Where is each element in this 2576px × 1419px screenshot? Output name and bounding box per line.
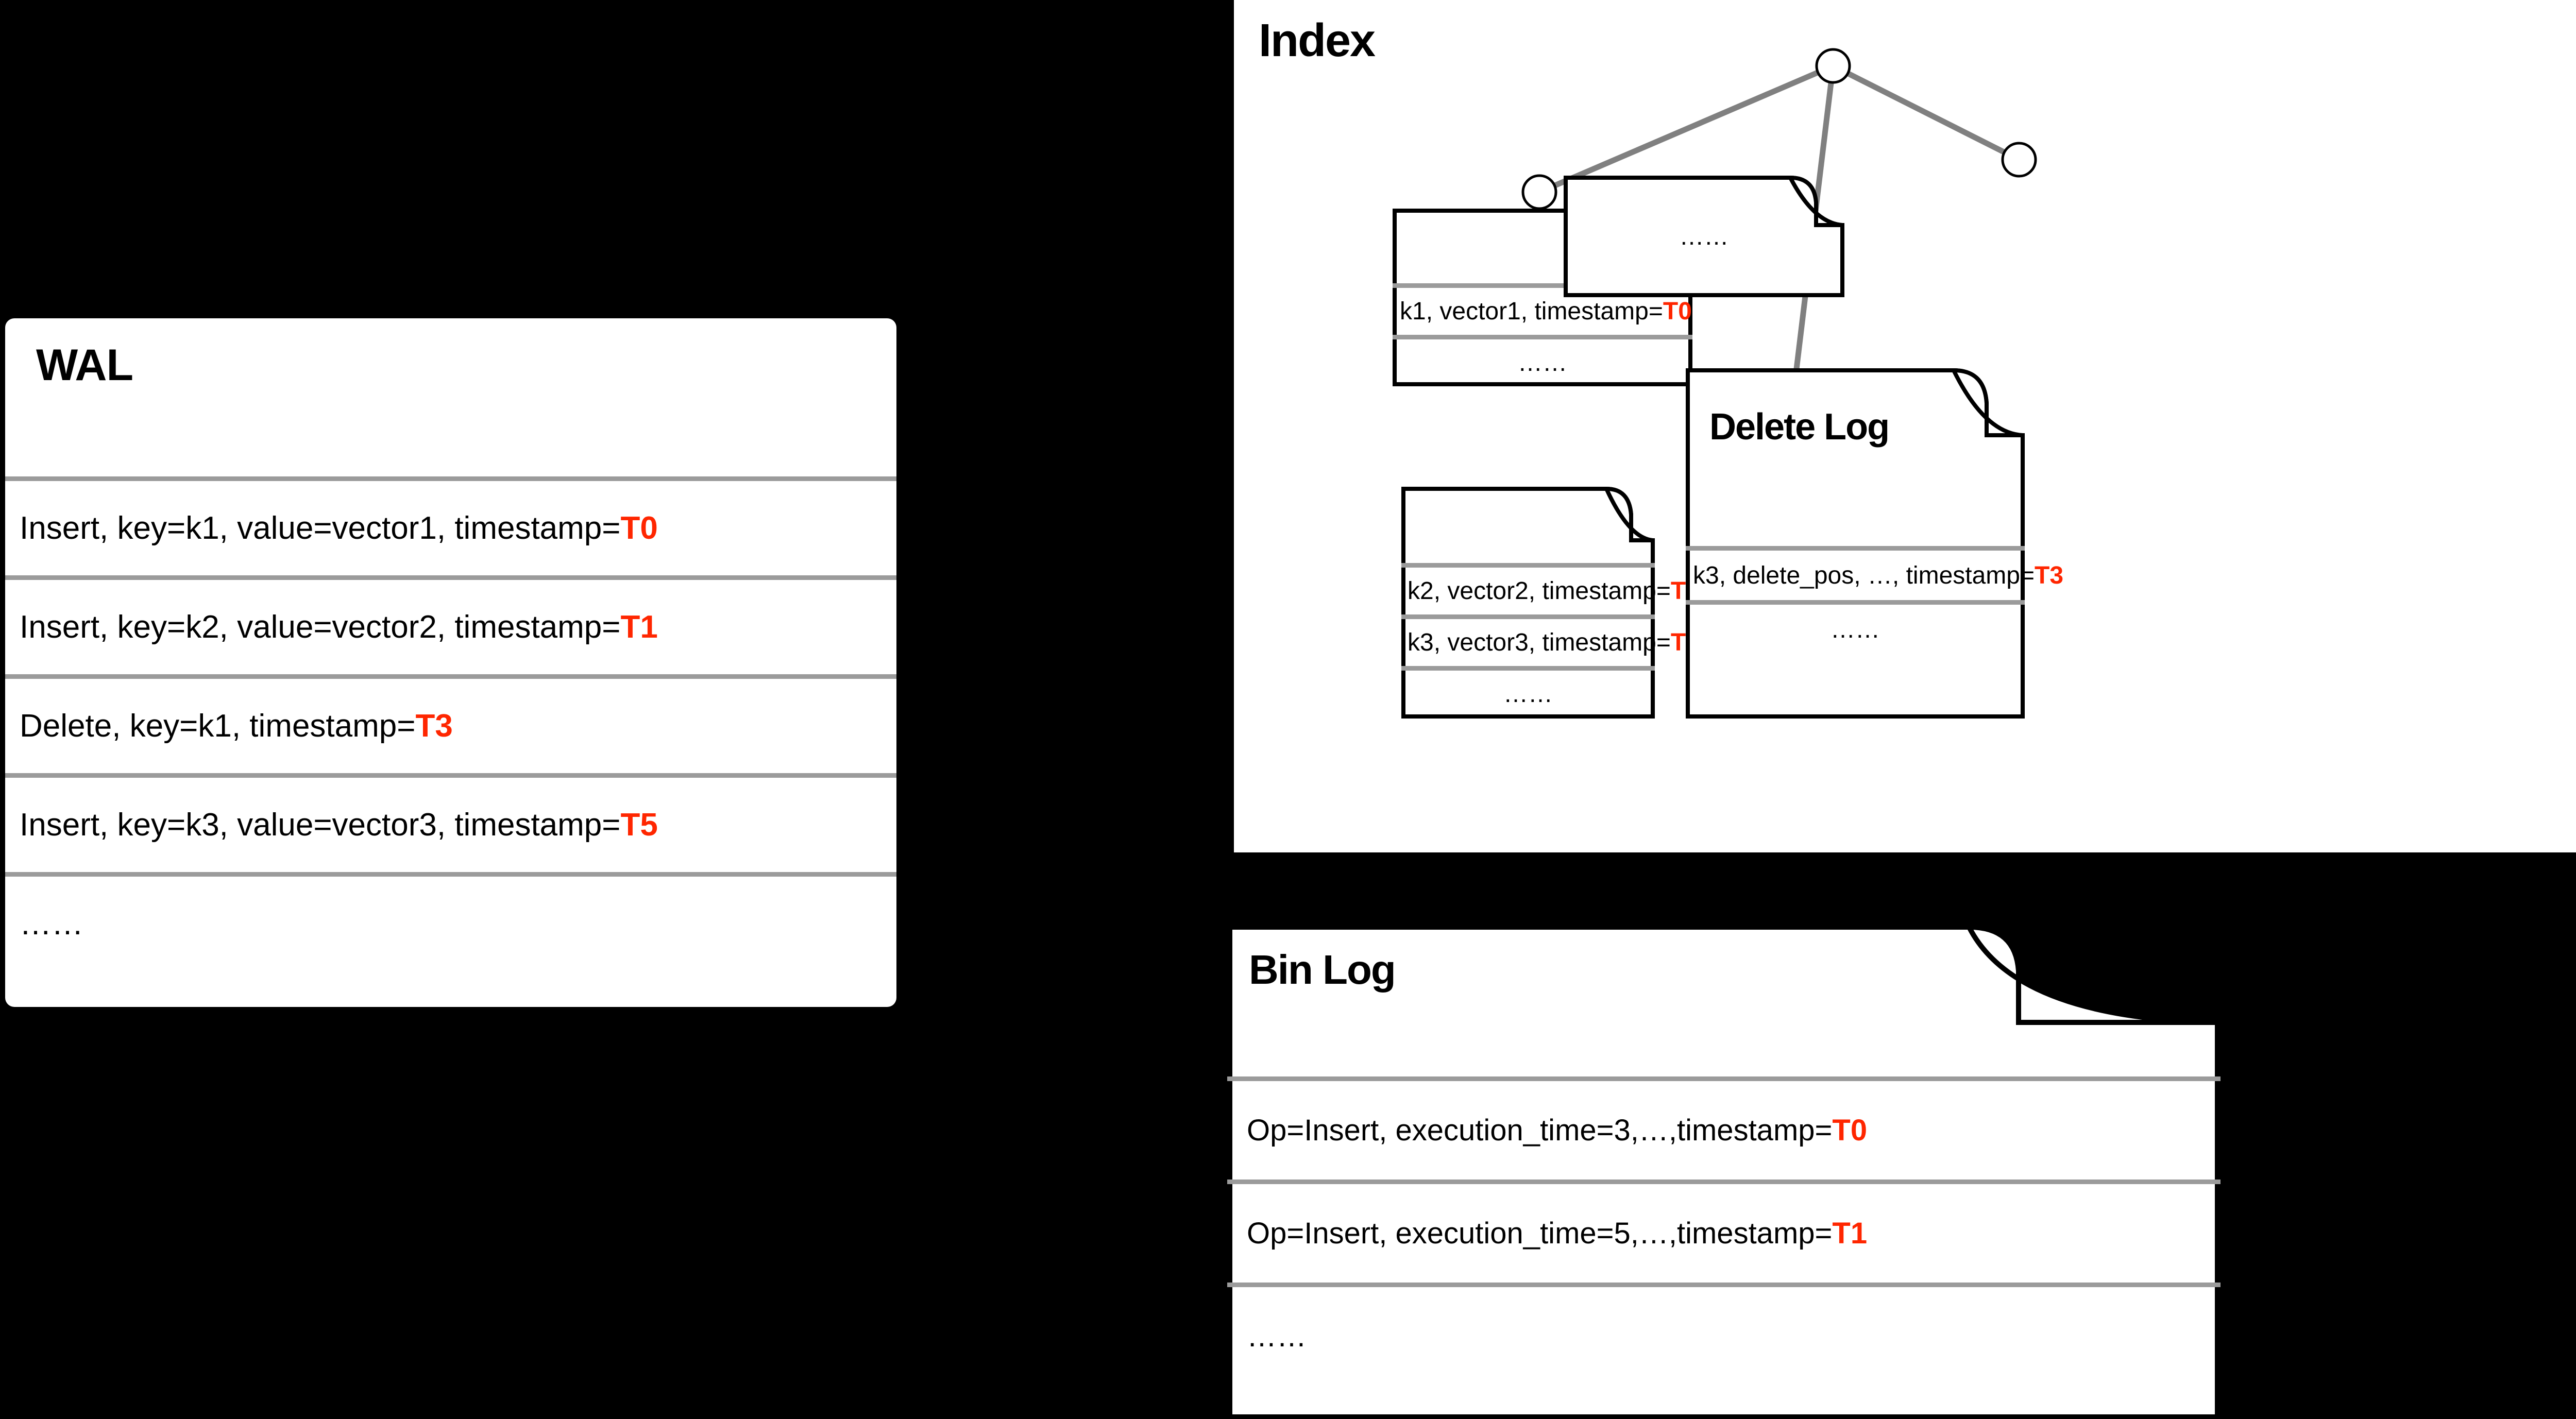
node-row-text: k1, vector1, timestamp= bbox=[1400, 298, 1663, 325]
node-row-list: k2, vector2, timestamp=T1 k3, vector3, t… bbox=[1401, 563, 1700, 717]
node-sheet-shape bbox=[1564, 176, 1844, 297]
wal-title: WAL bbox=[36, 340, 133, 390]
node-row-text: …… bbox=[1518, 349, 1567, 377]
delete-log-panel: Delete Log k3, delete_pos, …, timestamp=… bbox=[1686, 368, 2063, 719]
tree-node-right-circle bbox=[2001, 142, 2037, 178]
bin-log-entry-text: …… bbox=[1247, 1320, 1307, 1353]
node-row-list: k1, vector1, timestamp=T0 …… bbox=[1393, 283, 1692, 386]
node-row: k1, vector1, timestamp=T0 bbox=[1393, 283, 1692, 335]
node-row-text: k2, vector2, timestamp= bbox=[1408, 577, 1671, 605]
wal-entry-timestamp: T5 bbox=[620, 807, 658, 843]
bin-log-entry-timestamp: T0 bbox=[1832, 1114, 1868, 1147]
wal-entry-timestamp: T3 bbox=[415, 708, 453, 744]
node-row: k2, vector2, timestamp=T1 bbox=[1401, 563, 1700, 614]
wal-panel: WAL Insert, key=k1, value=vector1, times… bbox=[5, 318, 896, 1007]
delete-log-entry-row: k3, delete_pos, …, timestamp=T3 bbox=[1686, 546, 2063, 600]
wal-entry-row: Insert, key=k2, value=vector2, timestamp… bbox=[5, 575, 896, 674]
wal-entry-text: Delete, key=k1, timestamp= bbox=[20, 708, 416, 744]
bin-log-entry-timestamp: T1 bbox=[1832, 1217, 1868, 1250]
bin-log-entry-row: …… bbox=[1227, 1283, 2221, 1386]
bin-log-sheet-shape bbox=[1227, 925, 2220, 1419]
node-row: …… bbox=[1393, 335, 1692, 386]
bin-log-title: Bin Log bbox=[1249, 947, 1396, 993]
wal-entry-row: Insert, key=k3, value=vector3, timestamp… bbox=[5, 773, 896, 872]
bin-log-panel: Bin Log Op=Insert, execution_time=3,…,ti… bbox=[1227, 925, 2221, 1419]
wal-entry-list: Insert, key=k1, value=vector1, timestamp… bbox=[5, 476, 896, 971]
wal-entry-row: Delete, key=k1, timestamp=T3 bbox=[5, 674, 896, 773]
delete-log-entry-text: …… bbox=[1831, 616, 1880, 643]
node-sheet-shape bbox=[1401, 487, 1655, 719]
wal-entry-text: Insert, key=k2, value=vector2, timestamp… bbox=[20, 609, 621, 645]
wal-entry-row: …… bbox=[5, 872, 896, 971]
wal-entry-text: Insert, key=k1, value=vector1, timestamp… bbox=[20, 510, 621, 546]
wal-entry-timestamp: T0 bbox=[620, 510, 658, 546]
delete-log-entry-list: k3, delete_pos, …, timestamp=T3 …… bbox=[1686, 546, 2063, 654]
wal-entry-timestamp: T1 bbox=[620, 609, 658, 645]
delete-log-entry-timestamp: T3 bbox=[2035, 561, 2064, 589]
node-row-text: …… bbox=[1679, 223, 1729, 250]
wal-entry-text: Insert, key=k3, value=vector3, timestamp… bbox=[20, 807, 621, 843]
delete-log-entry-row: …… bbox=[1686, 600, 2025, 654]
index-title: Index bbox=[1259, 15, 1376, 66]
bin-log-entry-text: Op=Insert, execution_time=3,…,timestamp= bbox=[1247, 1114, 1833, 1147]
node-row: …… bbox=[1564, 176, 1844, 297]
delete-log-sheet-shape bbox=[1686, 368, 2025, 719]
tree-node-left-circle bbox=[1521, 174, 1557, 210]
index-panel: Index k1, vector1, timestamp=T0 …… bbox=[1234, 0, 2576, 852]
node-row-list: …… bbox=[1564, 176, 1844, 297]
node-row-timestamp: T0 bbox=[1663, 298, 1692, 325]
leaf-node-ellipsis: …… bbox=[1564, 176, 1844, 297]
wal-entry-row: Insert, key=k1, value=vector1, timestamp… bbox=[5, 476, 896, 575]
node-row-text: …… bbox=[1503, 680, 1553, 708]
leaf-node-k2-k3: k2, vector2, timestamp=T1 k3, vector3, t… bbox=[1401, 487, 1700, 719]
node-row: …… bbox=[1401, 666, 1655, 717]
bin-log-entry-list: Op=Insert, execution_time=3,…,timestamp=… bbox=[1227, 1076, 2221, 1386]
tree-node-root-circle bbox=[1815, 48, 1851, 84]
bin-log-entry-text: Op=Insert, execution_time=5,…,timestamp= bbox=[1247, 1217, 1833, 1250]
bin-log-entry-row: Op=Insert, execution_time=5,…,timestamp=… bbox=[1227, 1179, 2221, 1283]
tree-edge-left bbox=[1538, 63, 1835, 195]
delete-log-entry-text: k3, delete_pos, …, timestamp= bbox=[1693, 561, 2035, 589]
node-row-text: k3, vector3, timestamp= bbox=[1408, 629, 1671, 656]
delete-log-title: Delete Log bbox=[1709, 406, 1890, 448]
bin-log-entry-row: Op=Insert, execution_time=3,…,timestamp=… bbox=[1227, 1076, 2221, 1179]
wal-entry-text: …… bbox=[20, 906, 83, 942]
node-row: k3, vector3, timestamp=T5 bbox=[1401, 614, 1700, 666]
tree-edge-right bbox=[1832, 63, 2021, 162]
